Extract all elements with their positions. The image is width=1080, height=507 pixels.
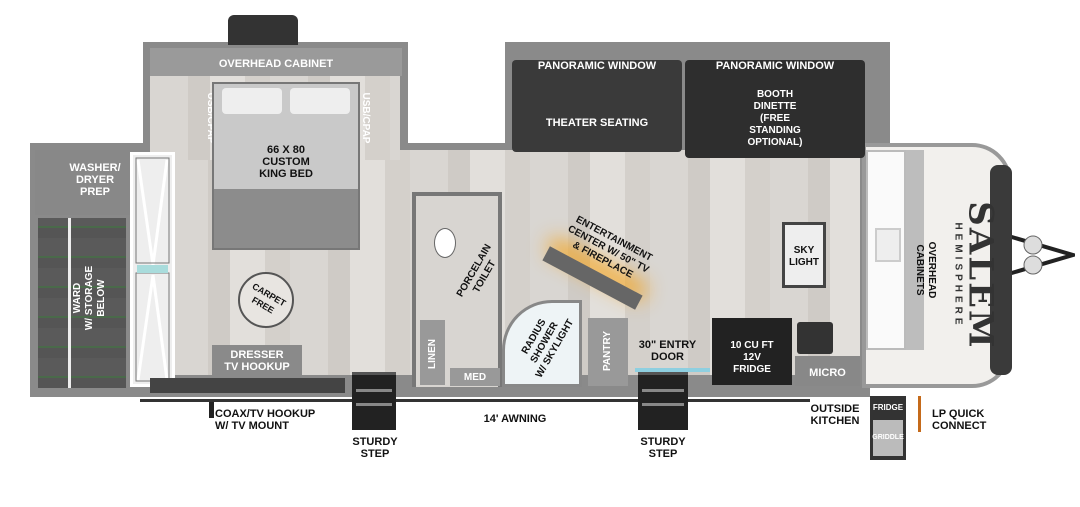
dresser [212,345,302,377]
panoramic-window-2-label: PANORAMIC WINDOW [715,60,835,72]
front-window [990,165,1012,375]
linen-closet [420,320,445,385]
sturdy-step-1 [352,372,396,430]
panoramic-window-1-label: PANORAMIC WINDOW [537,60,657,72]
theater-seating-label: THEATER SEATING [545,117,649,129]
entry-door[interactable] [635,368,710,372]
skylight [782,222,826,288]
med-cabinet [450,368,500,386]
salem-logo: SALEM HEMISPHERE [952,201,1001,350]
fridge [712,318,792,385]
sturdy-step-2 [638,372,688,430]
bed-type-label: CUSTOM [262,156,310,168]
theater-seating [512,60,682,152]
overhead-cabinet-label: OVERHEAD CABINET [218,58,334,70]
med-label: MED [463,372,487,383]
kitchen-sink [875,228,901,262]
awning [140,399,810,402]
microwave [795,356,860,386]
micro-label: MICRO [809,367,846,379]
outside-fridge-label: FRIDGE [872,403,904,412]
booth-dinette [685,60,865,158]
griddle-label: GRIDDLE [872,434,904,441]
bed-name-label: KING BED [259,168,313,180]
closet-doors[interactable] [130,152,175,387]
outside-kitchen: FRIDGE GRIDDLE [870,396,906,460]
bed-size-label: 66 X 80 [267,144,305,156]
linen-label: LINEN [427,339,438,369]
lp-connector-icon [918,396,921,432]
pantry [588,318,628,386]
hitch-tongue [1004,230,1080,280]
awning-label: 14' AWNING [483,413,547,425]
washer-dryer-area [35,150,130,215]
usb-cpap-right-label: USB/CPAP [360,92,371,144]
pantry-label: PANTRY [602,331,613,371]
toilet [434,228,456,258]
carpet-free-badge [238,272,294,328]
headboard-bump [228,15,298,45]
king-bed: 66 X 80 CUSTOM KING BED [212,82,360,250]
wardrobe [38,218,126,388]
radius-shower [502,300,582,387]
cooktop [797,322,833,354]
coax-hookup-icon [209,402,214,418]
